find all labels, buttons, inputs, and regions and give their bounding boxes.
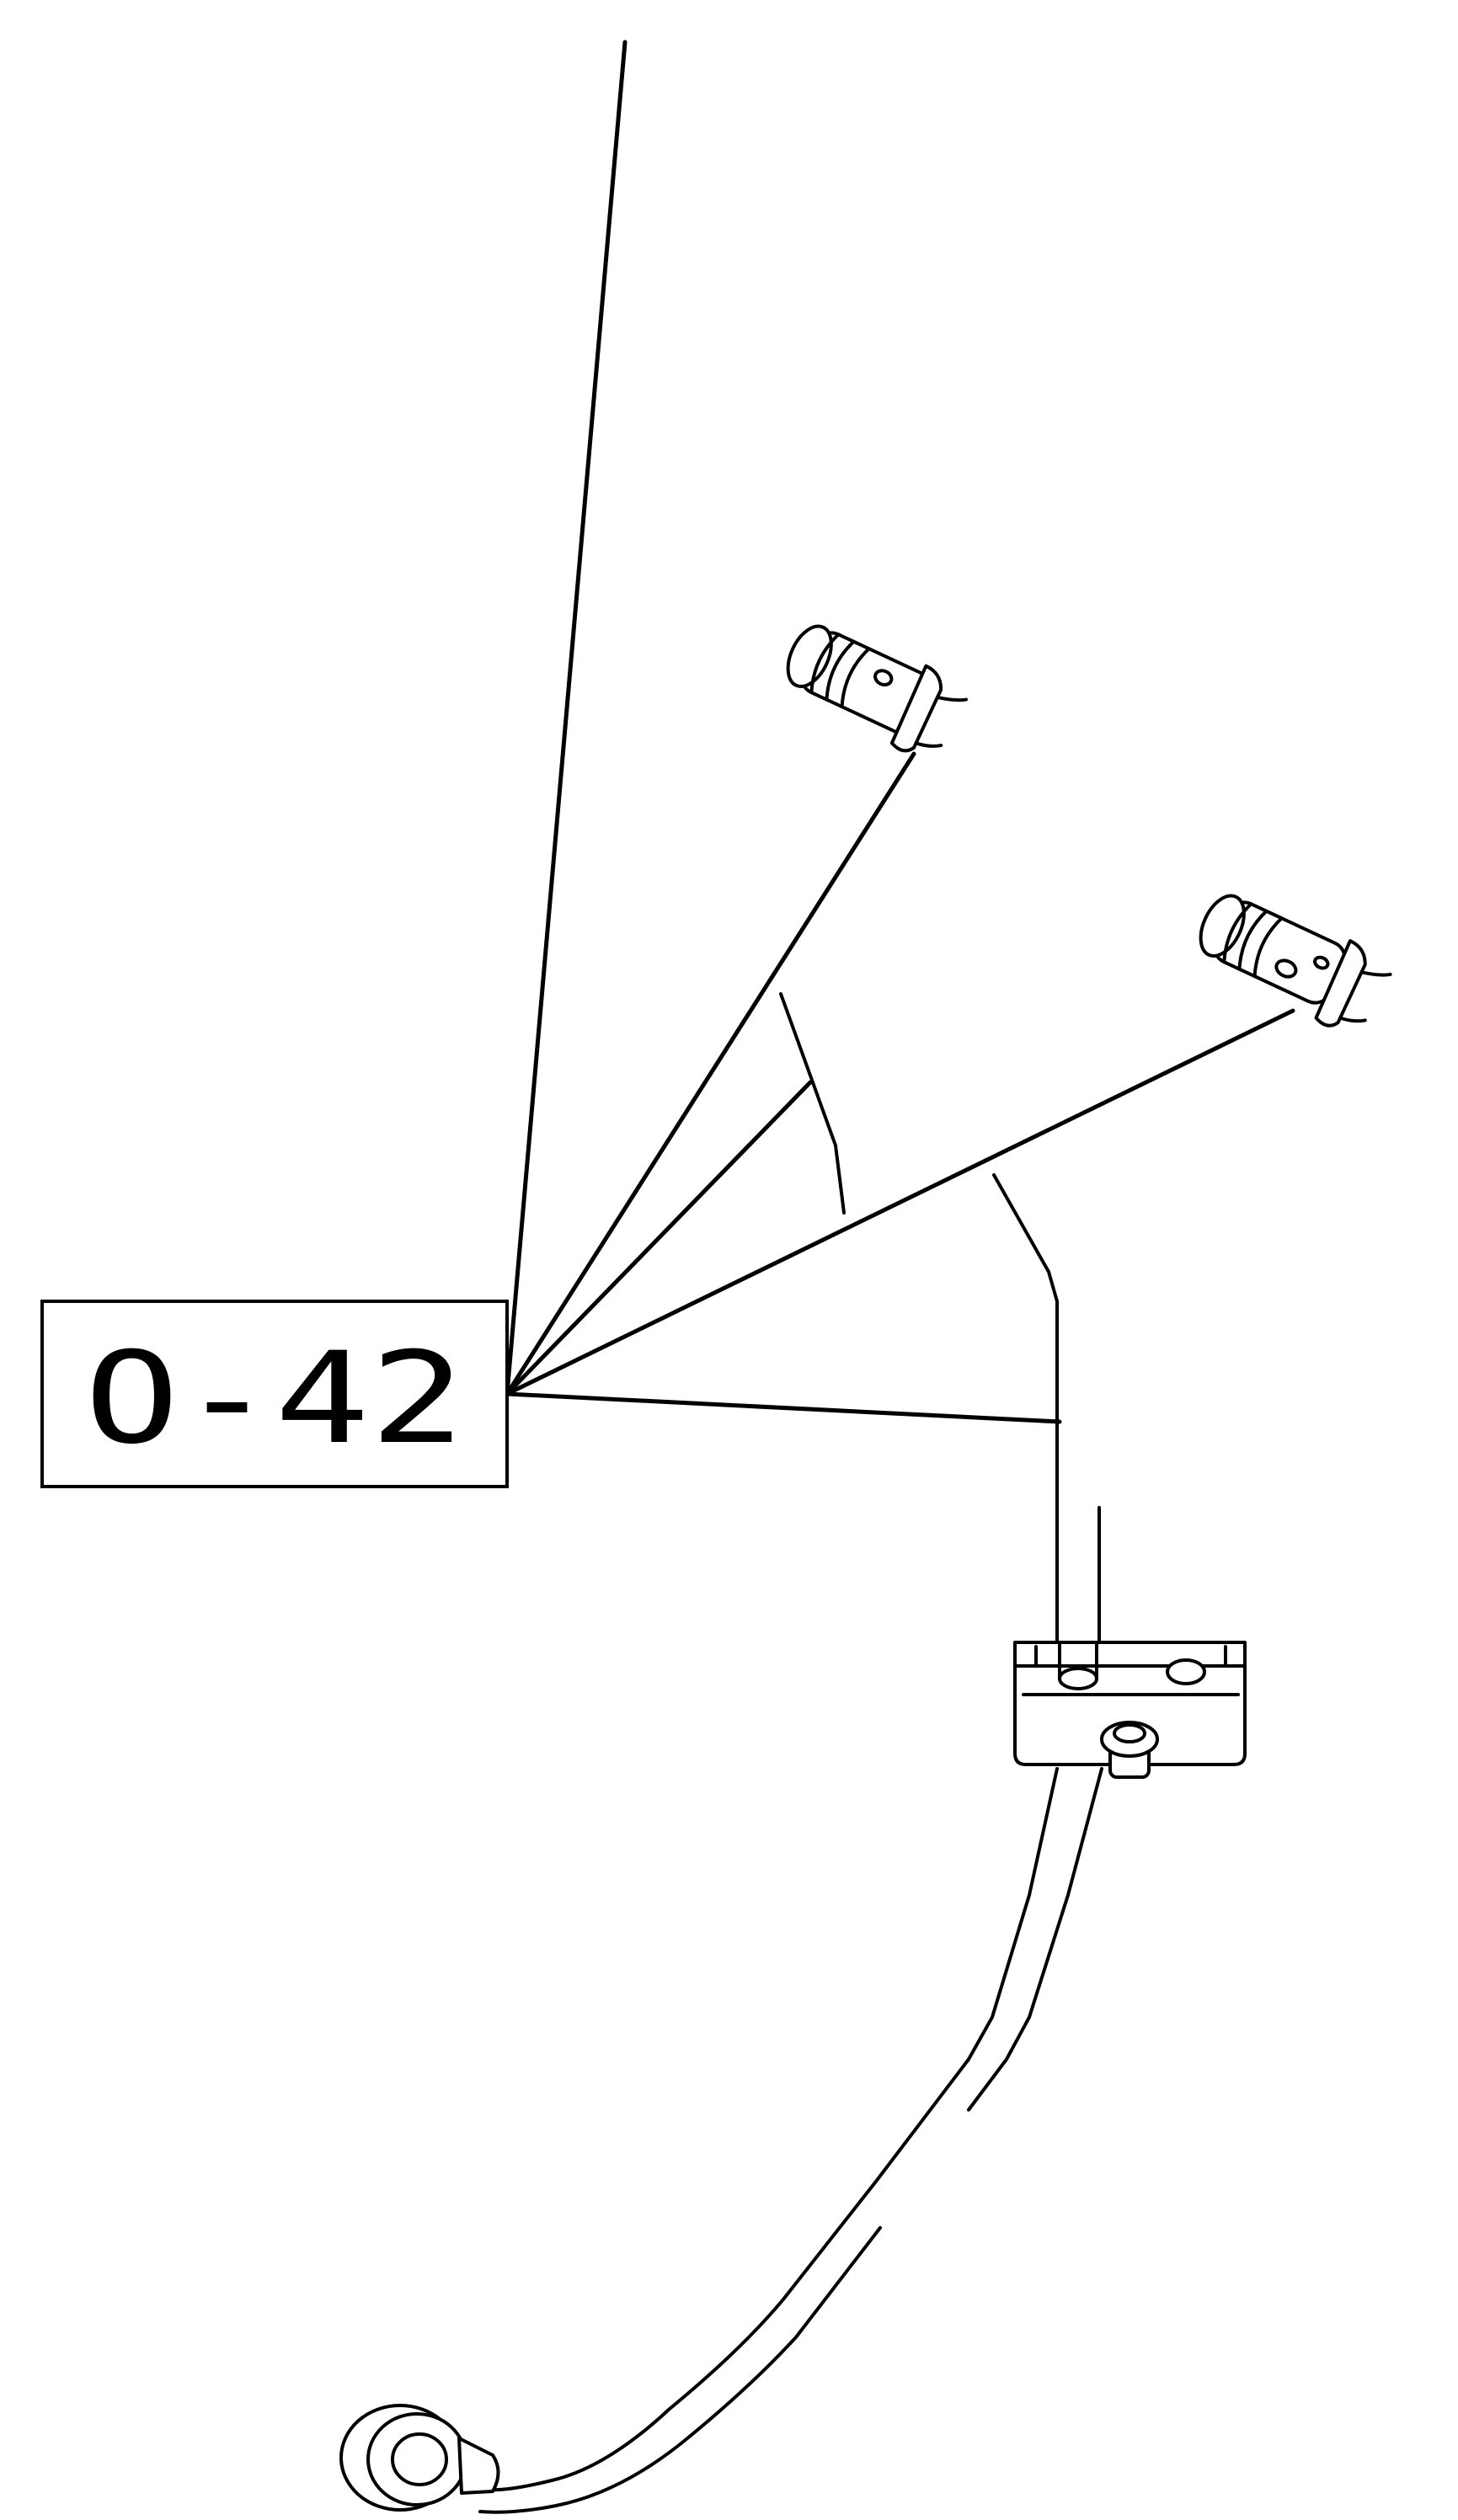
callout-frame	[40, 1300, 509, 1488]
bracket-bolt	[1100, 1721, 1159, 1779]
bracket-slot	[1166, 1658, 1206, 1685]
fitting-upper-cut	[914, 695, 968, 748]
bracket-pipe-hole	[1058, 1667, 1098, 1690]
fitting-right-threads	[1222, 902, 1284, 979]
brake-pipe	[478, 992, 1103, 2514]
leader-line-mid	[505, 1080, 813, 1396]
fitting-upper-port	[873, 669, 894, 687]
fitting-upper-threads	[809, 633, 871, 709]
leader-line-pipe	[505, 1391, 1062, 1424]
pipe-lower-inner	[967, 1767, 1103, 2112]
callout-box: O-42	[40, 1300, 509, 1488]
fitting-right-cut	[1338, 970, 1392, 1023]
fitting-upper-collar	[889, 664, 943, 753]
eye-connector	[339, 2404, 500, 2512]
pipe-lower-inner-2	[478, 2226, 882, 2514]
fitting-right-collar	[1314, 939, 1367, 1028]
eye-hole	[391, 2432, 448, 2486]
fitting-right-port	[1274, 958, 1298, 979]
fitting-right-port-2	[1313, 955, 1330, 970]
fitting-right-end-cap	[1199, 894, 1246, 958]
eye-neck	[457, 2437, 500, 2495]
leader-lines	[505, 40, 1295, 1424]
pipe-end-upper	[779, 992, 846, 1215]
banjo-fitting-right	[1199, 894, 1392, 1028]
leader-line-right-fitting	[505, 1008, 1295, 1396]
leader-line-upper-fitting	[505, 751, 916, 1396]
callout-label: O-42	[84, 1326, 465, 1472]
mounting-bracket	[1013, 1641, 1247, 1779]
pipe-lower-outer	[478, 1767, 1059, 2492]
leader-line-top	[505, 40, 628, 1396]
bolt-top	[1113, 1723, 1146, 1743]
fitting-upper-end-cap	[786, 624, 833, 688]
banjo-fitting-upper	[786, 624, 968, 753]
pipe-end-right	[992, 1173, 1059, 1686]
